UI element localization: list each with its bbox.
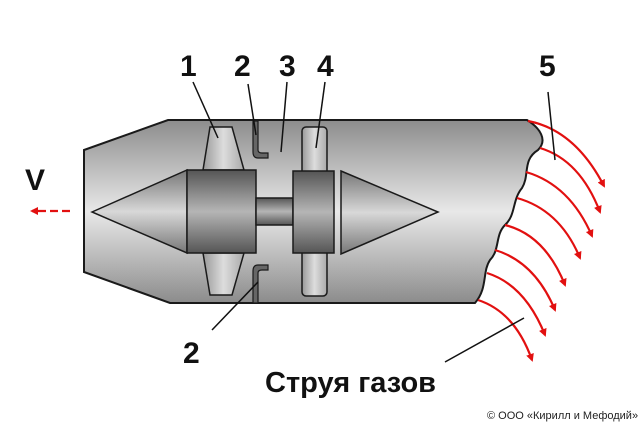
shaft [255,197,294,226]
copyright: © ООО «Кирилл и Мефодий» [487,410,638,422]
exhaust-arrow [477,298,534,362]
exhaust-arrow [539,146,602,214]
label-nozzle-bottom: 2 [183,337,200,370]
leader-lines [192,81,556,363]
exhaust-arrow [527,119,605,188]
caption-gas-jet: Струя газов [265,367,436,399]
exhaust-arrow [486,271,547,337]
exhaust-cone [340,169,440,256]
exhaust-arrow [516,196,582,260]
exhaust-arrow [525,170,594,238]
label-turbine: 4 [317,50,334,83]
exhaust-arrow [504,223,567,287]
nozzle-vane-top [252,120,269,159]
label-compressor: 1 [180,50,197,83]
label-combustion: 3 [279,50,296,83]
compressor-drum [186,169,257,254]
label-nozzle-exit: 5 [539,50,556,83]
velocity-label: V [25,164,45,197]
label-nozzle-top: 2 [234,50,251,83]
exhaust-gas-arrows [477,119,605,362]
exhaust-arrow [494,248,557,312]
nozzle-vane-bottom [252,264,269,304]
turbine-drum [292,170,335,254]
